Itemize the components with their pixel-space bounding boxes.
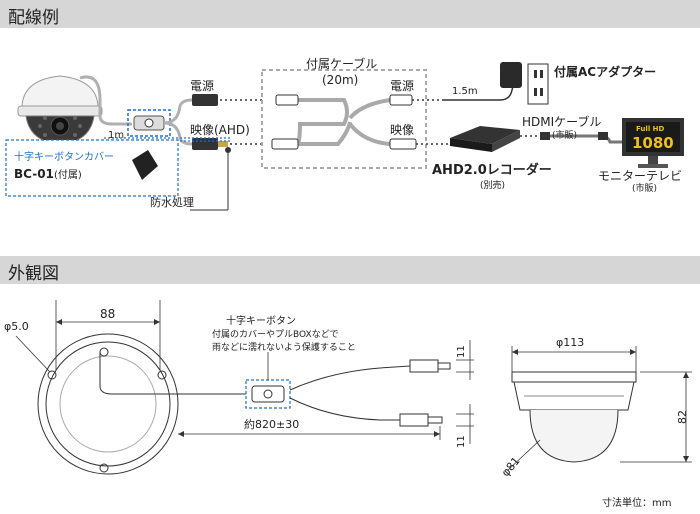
cable-length-dim: 約820±30 — [244, 417, 299, 431]
camera-power-label: 電源 — [190, 79, 214, 93]
cross-key-cover-card: 十字キーボタンカバー BC-01 (付属) — [5, 139, 179, 197]
hole-dim: φ5.0 — [4, 320, 29, 333]
ac-adapter — [500, 62, 522, 88]
conn-dim-bottom: 11 — [456, 435, 467, 448]
button-title: 十字キーボタン — [226, 314, 296, 327]
waterproof-label: 防水処理 — [150, 195, 194, 209]
ac-adapter-label: 付属ACアダプター — [554, 64, 656, 79]
cover-model: BC-01 — [14, 167, 54, 181]
dome-height-dim: 82 — [676, 410, 689, 424]
camera-lead-length: 1m — [108, 130, 124, 141]
cable-power-jack-left — [275, 94, 299, 106]
camera-side-view — [511, 371, 637, 463]
recorder-note: (別売) — [480, 179, 505, 191]
monitor-note: (市販) — [632, 182, 657, 194]
camera-top-view — [37, 333, 179, 475]
cable-bnc-left — [271, 138, 299, 150]
button-note-2: 雨などに濡れないよう保護すること — [212, 341, 356, 353]
power-plug-camera — [192, 94, 218, 106]
monitor-screen-top: Full HD — [636, 125, 665, 133]
cover-note: (付属) — [54, 168, 82, 181]
exterior-section-header: 外観図 — [0, 256, 700, 284]
unit-note: 寸法単位：mm — [602, 496, 671, 509]
cable-bnc-right — [389, 138, 417, 150]
camera-lead-cable — [79, 75, 132, 126]
exterior-power-jack — [409, 359, 439, 373]
cover-part-icon — [132, 150, 158, 180]
hdmi-note: (市販) — [552, 129, 577, 141]
cable-power-label: 電源 — [390, 79, 414, 93]
cover-title: 十字キーボタンカバー — [14, 150, 114, 163]
width-dim: 88 — [100, 307, 115, 321]
cable-video-label: 映像 — [390, 123, 414, 137]
monitor-label: モニターテレビ — [598, 169, 682, 183]
top-view-cable-path — [99, 352, 246, 395]
ahd-recorder — [450, 126, 520, 144]
camera-video-label: 映像(AHD) — [190, 123, 250, 137]
exterior-section-title: 外観図 — [8, 264, 59, 284]
included-cable-length: (20m) — [322, 73, 358, 87]
exterior-bnc — [399, 413, 429, 427]
included-cable-label: 付属ケーブル — [306, 56, 377, 71]
hdmi-label: HDMIケーブル — [522, 114, 601, 129]
dome-width-dim: φ113 — [556, 336, 584, 349]
cable-power-plug-right — [389, 94, 413, 106]
button-note-1: 付属のカバーやプルBOXなどで — [212, 329, 339, 340]
camera-illustration — [17, 75, 103, 145]
dome-glass-dim: φ81 — [499, 454, 523, 479]
monitor-illustration — [622, 118, 684, 168]
included-cable-box — [261, 69, 427, 169]
conn-dim-top: 11 — [456, 345, 467, 358]
wiring-section-header: 配線例 — [0, 0, 700, 28]
bnc-plug-camera — [192, 138, 218, 150]
adapter-lead-length: 1.5m — [452, 86, 478, 97]
wall-outlet — [527, 63, 549, 105]
wiring-section-title: 配線例 — [8, 8, 59, 28]
recorder-label: AHD2.0レコーダー — [432, 162, 552, 178]
monitor-screen-main: 1080 — [632, 134, 674, 152]
